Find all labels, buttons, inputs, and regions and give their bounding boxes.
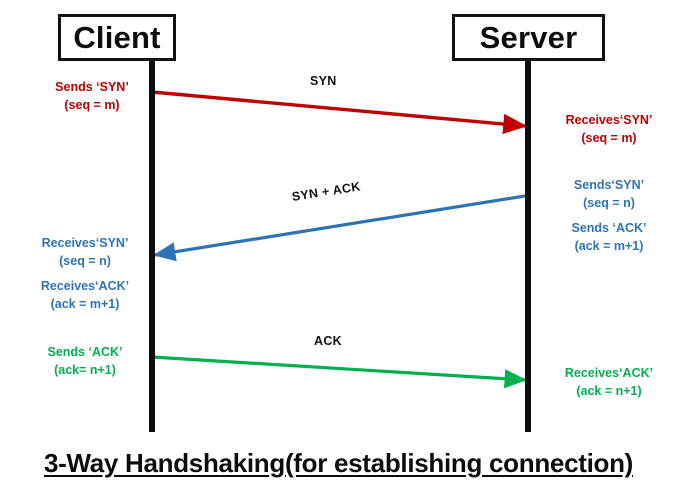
annotation-line-2: (ack = m+1) [574,239,644,254]
diagram-title: 3-Way Handshaking(for establishing conne… [43,448,634,478]
annotation-line-1: Sends ‘ACK’ [47,345,123,359]
client-node-box: Client [58,14,176,61]
annotation-line-1: Receives‘SYN’ [41,236,129,250]
annotation-line-2: (seq = m) [581,131,637,146]
ack-arrow-label: ACK [314,334,342,348]
annotation-line-2: (seq = n) [583,196,635,211]
annotation-line-2: (ack= n+1) [54,363,116,378]
annotation-server-sends-syn: Sends‘SYN’ (seq = n) [548,176,670,212]
annotation-line-1: Sends ‘SYN’ [55,80,129,94]
syn-ack-arrow [153,194,526,262]
annotation-line-1: Sends‘SYN’ [573,178,645,192]
annotation-line-2: (ack = m+1) [50,297,120,312]
client-node-label: Client [73,20,161,55]
server-lifeline [525,60,531,432]
annotation-client-sends-ack: Sends ‘ACK’ (ack= n+1) [24,343,146,379]
annotation-line-2: (seq = n) [59,254,111,269]
annotation-line-1: Receives‘ACK’ [40,279,130,293]
server-node-box: Server [452,14,605,61]
annotation-line-1: Sends ‘ACK’ [571,221,647,235]
syn-arrow [151,90,528,135]
server-node-label: Server [479,20,578,55]
annotation-line-2: (seq = m) [64,98,120,113]
annotation-server-receives-ack: Receives‘ACK’ (ack = n+1) [548,364,670,400]
annotation-server-sends-ack: Sends ‘ACK’ (ack = m+1) [548,219,670,255]
annotation-line-2: (ack = n+1) [576,384,642,399]
annotation-line-1: Receives‘SYN’ [565,113,653,127]
annotation-client-receives-ack: Receives‘ACK’ (ack = m+1) [24,277,146,313]
annotation-line-1: Receives‘ACK’ [564,366,654,380]
annotation-client-sends-syn: Sends ‘SYN’ (seq = m) [38,78,146,114]
syn-arrow-label: SYN [310,74,337,88]
ack-arrow [151,355,527,389]
annotation-client-receives-syn: Receives‘SYN’ (seq = n) [24,234,146,270]
annotation-server-receives-syn: Receives‘SYN’ (seq = m) [548,111,670,147]
client-lifeline [149,60,155,432]
